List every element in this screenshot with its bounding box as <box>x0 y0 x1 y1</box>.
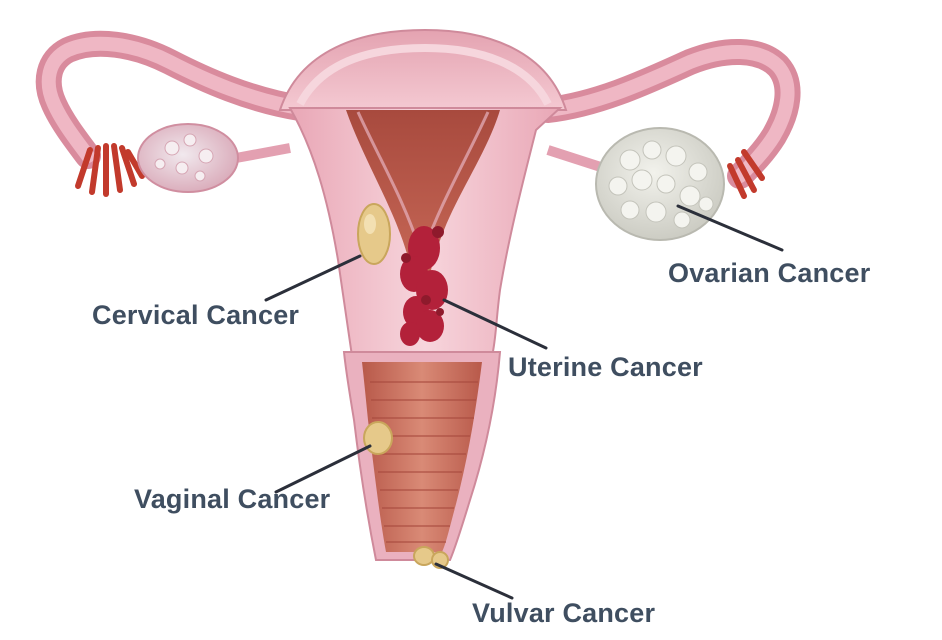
label-cervical-cancer: Cervical Cancer <box>92 300 300 330</box>
label-vaginal-cancer: Vaginal Cancer <box>134 484 331 514</box>
uterine-tumor <box>400 226 448 346</box>
right-fallopian-tube <box>535 39 801 189</box>
cervical-lesion <box>357 203 391 265</box>
left-fallopian-tube <box>35 30 313 169</box>
leader-line-vulvar <box>434 562 514 600</box>
ovarian-tumor <box>546 127 725 241</box>
left-fimbriae <box>75 143 145 197</box>
right-fimbriae <box>727 149 765 199</box>
vaginal-lesion <box>363 421 393 455</box>
label-ovarian-cancer: Ovarian Cancer <box>668 258 871 288</box>
vulvar-lesion <box>413 546 449 569</box>
leader-line-vaginal <box>274 444 372 494</box>
uterus-fundus <box>278 28 568 111</box>
left-ovary <box>137 123 291 193</box>
label-uterine-cancer: Uterine Cancer <box>508 352 703 382</box>
leader-line-cervical <box>264 254 362 302</box>
leader-line-uterine <box>442 298 548 350</box>
vaginal-canal <box>342 351 502 561</box>
leader-lines <box>264 204 784 600</box>
label-vulvar-cancer: Vulvar Cancer <box>472 598 656 628</box>
leader-line-ovarian <box>676 204 784 252</box>
